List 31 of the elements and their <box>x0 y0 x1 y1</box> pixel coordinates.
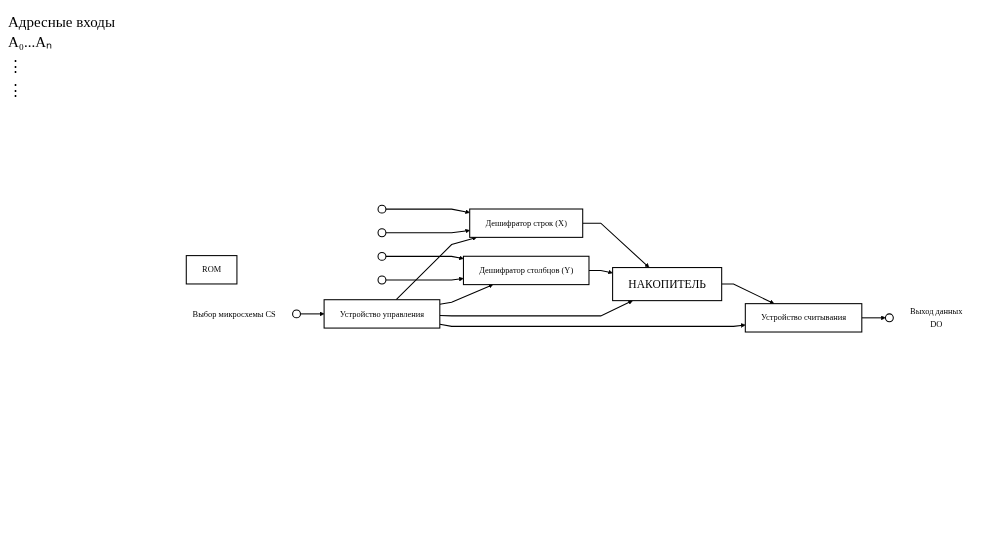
note-text: ⋮ <box>8 57 24 75</box>
node-circle <box>377 251 387 261</box>
node-label: DO <box>930 319 943 329</box>
arrow <box>582 222 650 268</box>
node-circle <box>377 204 387 214</box>
arrow <box>439 283 494 305</box>
arrow <box>439 300 633 317</box>
arrow <box>385 228 470 234</box>
node-circle <box>377 275 387 285</box>
arrow <box>439 322 746 328</box>
note-text: Адресные входы A₀...Aₙ <box>8 14 116 51</box>
node-circle <box>884 313 894 323</box>
arrow <box>861 315 886 320</box>
arrow <box>299 311 325 316</box>
node-box: НАКОПИТЕЛЬ <box>612 266 723 301</box>
node-box: ROM <box>185 254 238 285</box>
node-circle <box>377 228 387 237</box>
arrow <box>385 276 464 282</box>
arrow <box>588 269 613 275</box>
node-label: Выбор микросхемы CS <box>192 308 276 318</box>
node-box: Дешифратор строк (X) <box>469 208 584 238</box>
arrow <box>385 208 470 214</box>
note-text: ⋮ <box>8 81 24 99</box>
node-box: Устройство считывания <box>744 302 863 333</box>
node-box: Дешифратор столбцов (Y) <box>462 255 590 285</box>
arrow <box>395 236 477 300</box>
node-circle <box>292 309 301 319</box>
node-label: Выход данных <box>910 306 963 316</box>
arrow <box>385 255 464 260</box>
node-box: Устройство управления <box>323 298 441 329</box>
arrow <box>721 283 775 304</box>
